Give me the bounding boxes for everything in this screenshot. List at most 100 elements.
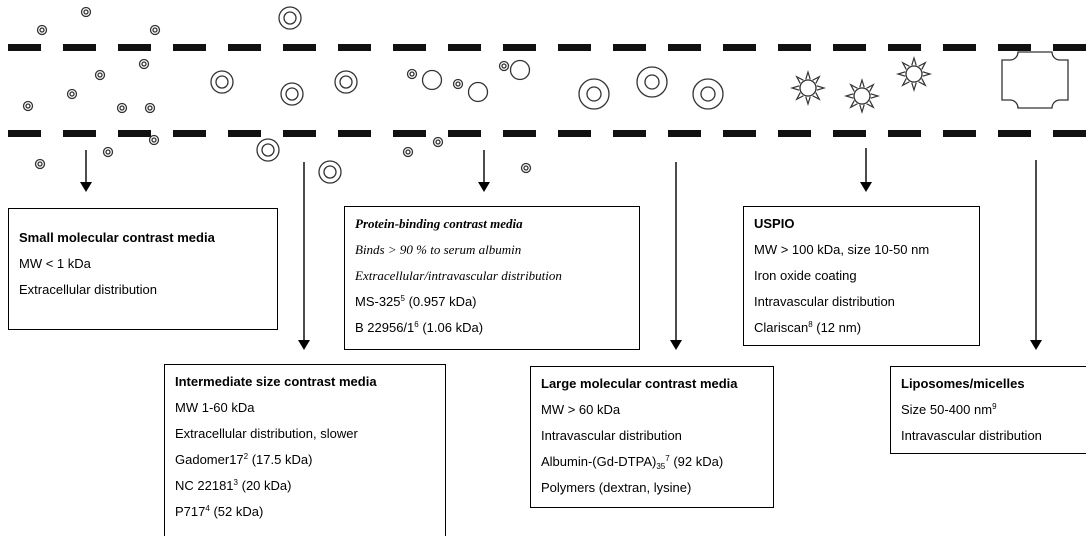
vessel-wall-bottom-dash (503, 130, 536, 137)
small-molecule-core (119, 105, 125, 111)
vessel-walls (8, 44, 1086, 137)
intermediate-item2: NC 221813 (20 kDa) (175, 478, 437, 505)
small-molecule (452, 78, 464, 90)
vessel-wall-top-dash (558, 44, 591, 51)
vessel-wall-top-dash (338, 44, 371, 51)
item-detail: (0.957 kDa) (404, 294, 477, 309)
vessel-wall-top-dash (668, 44, 701, 51)
uspio-spike (789, 85, 800, 91)
item-name: P717 (175, 504, 206, 519)
vessel-wall-bottom-dash (63, 130, 96, 137)
large-molecule-core (586, 86, 602, 102)
small-molecule (36, 24, 48, 36)
protein-binding-item1: MS-3255 (0.957 kDa) (355, 294, 631, 321)
liposomes-box: Liposomes/micelles Size 50-400 nm9 Intra… (890, 366, 1086, 454)
arrows (80, 148, 1042, 350)
vessel-wall-bottom-dash (998, 130, 1031, 137)
small-molecule-core (39, 27, 45, 33)
item-detail: (1.06 kDa) (418, 320, 484, 335)
item-subscript: 35 (656, 462, 666, 471)
small-molecule (34, 158, 46, 170)
intermediate-item1: Gadomer172 (17.5 kDa) (175, 452, 437, 479)
large-molecule (578, 78, 610, 110)
uspio-spike (795, 75, 804, 84)
small-molecule-core (501, 63, 507, 69)
uspio-spike (901, 78, 910, 87)
albumin-particle (421, 69, 443, 91)
small-molecule (138, 58, 150, 70)
large-molecular-line1: MW > 60 kDa (541, 402, 621, 417)
vessel-wall-bottom-dash (668, 130, 701, 137)
intermediate-molecule-core (339, 75, 353, 89)
large-molecule-core (700, 86, 716, 102)
intermediate-item3: P7174 (52 kDa) (175, 504, 437, 531)
small-molecule (148, 134, 160, 146)
intermediate-molecule (280, 82, 304, 106)
uspio-spike (870, 93, 881, 99)
vessel-wall-top-dash (393, 44, 426, 51)
vessel-wall-bottom-dash (118, 130, 151, 137)
small-molecule-core (409, 71, 415, 77)
vessel-wall-top-dash (228, 44, 261, 51)
small-molecule (94, 69, 106, 81)
vessel-wall-bottom-dash (393, 130, 426, 137)
item-name: Size 50-400 nm (901, 402, 993, 417)
uspio-spike (895, 71, 906, 77)
intermediate-molecule-core (283, 11, 297, 25)
intermediate-molecule (318, 160, 342, 184)
intermediate-size-box: Intermediate size contrast media MW 1-60… (164, 364, 446, 536)
uspio-line3: Intravascular distribution (754, 294, 895, 309)
intermediate-line2: Extracellular distribution, slower (175, 426, 358, 441)
intermediate-molecule-core (285, 87, 299, 101)
item-name: Gadomer17 (175, 452, 244, 467)
item-ref: 6 (414, 320, 419, 329)
small-molecule (80, 6, 92, 18)
item-ref: 2 (243, 452, 249, 461)
uspio-spike (918, 61, 927, 70)
arrow-head (478, 182, 490, 192)
small-molecule-core (141, 61, 147, 67)
vessel-wall-bottom-dash (613, 130, 646, 137)
item-ref: 3 (233, 478, 238, 487)
intermediate-molecule-core (215, 75, 229, 89)
large-molecular-line3: Polymers (dextran, lysine) (541, 480, 692, 495)
small-molecule (144, 102, 156, 114)
uspio-spike (922, 71, 933, 77)
small-molecule (66, 88, 78, 100)
vessel-wall-top-dash (173, 44, 206, 51)
uspio-box: USPIO MW > 100 kDa, size 10-50 nm Iron o… (743, 206, 980, 346)
liposomes-line1: Intravascular distribution (901, 428, 1042, 443)
small-molecule (149, 24, 161, 36)
vessel-wall-bottom-dash (723, 130, 756, 137)
vessel-wall-top-dash (1053, 44, 1086, 51)
vessel-wall-top-dash (888, 44, 921, 51)
arrow-head (298, 340, 310, 350)
uspio-core (799, 79, 817, 97)
vessel-wall-top-dash (8, 44, 41, 51)
vessel-wall-top-dash (448, 44, 481, 51)
protein-binding-item2: B 22956/16 (1.06 kDa) (355, 320, 631, 347)
uspio-spike (849, 100, 858, 109)
small-molecule-core (69, 91, 75, 97)
uspio-spike (812, 75, 821, 84)
small-molecule-core (152, 27, 158, 33)
uspio-spike (918, 78, 927, 87)
arrow-head (1030, 340, 1042, 350)
uspio-spike (911, 82, 917, 93)
item-ref: 7 (665, 454, 670, 463)
uspio-spike (866, 100, 875, 109)
uspio-core (905, 65, 923, 83)
uspio-spike (795, 92, 804, 101)
arrow-head (80, 182, 92, 192)
uspio-core (853, 87, 871, 105)
item-detail: (52 kDa) (209, 504, 264, 519)
small-molecule (402, 146, 414, 158)
small-molecule-core (97, 72, 103, 78)
vessel-wall-top-dash (503, 44, 536, 51)
small-molecular-distribution: Extracellular distribution (19, 282, 158, 297)
uspio-spike (866, 83, 875, 92)
vessel-wall-bottom-dash (833, 130, 866, 137)
vessel-wall-bottom-dash (8, 130, 41, 137)
large-molecular-item1: Albumin-(Gd-DTPA)357 (92 kDa) (541, 454, 765, 481)
